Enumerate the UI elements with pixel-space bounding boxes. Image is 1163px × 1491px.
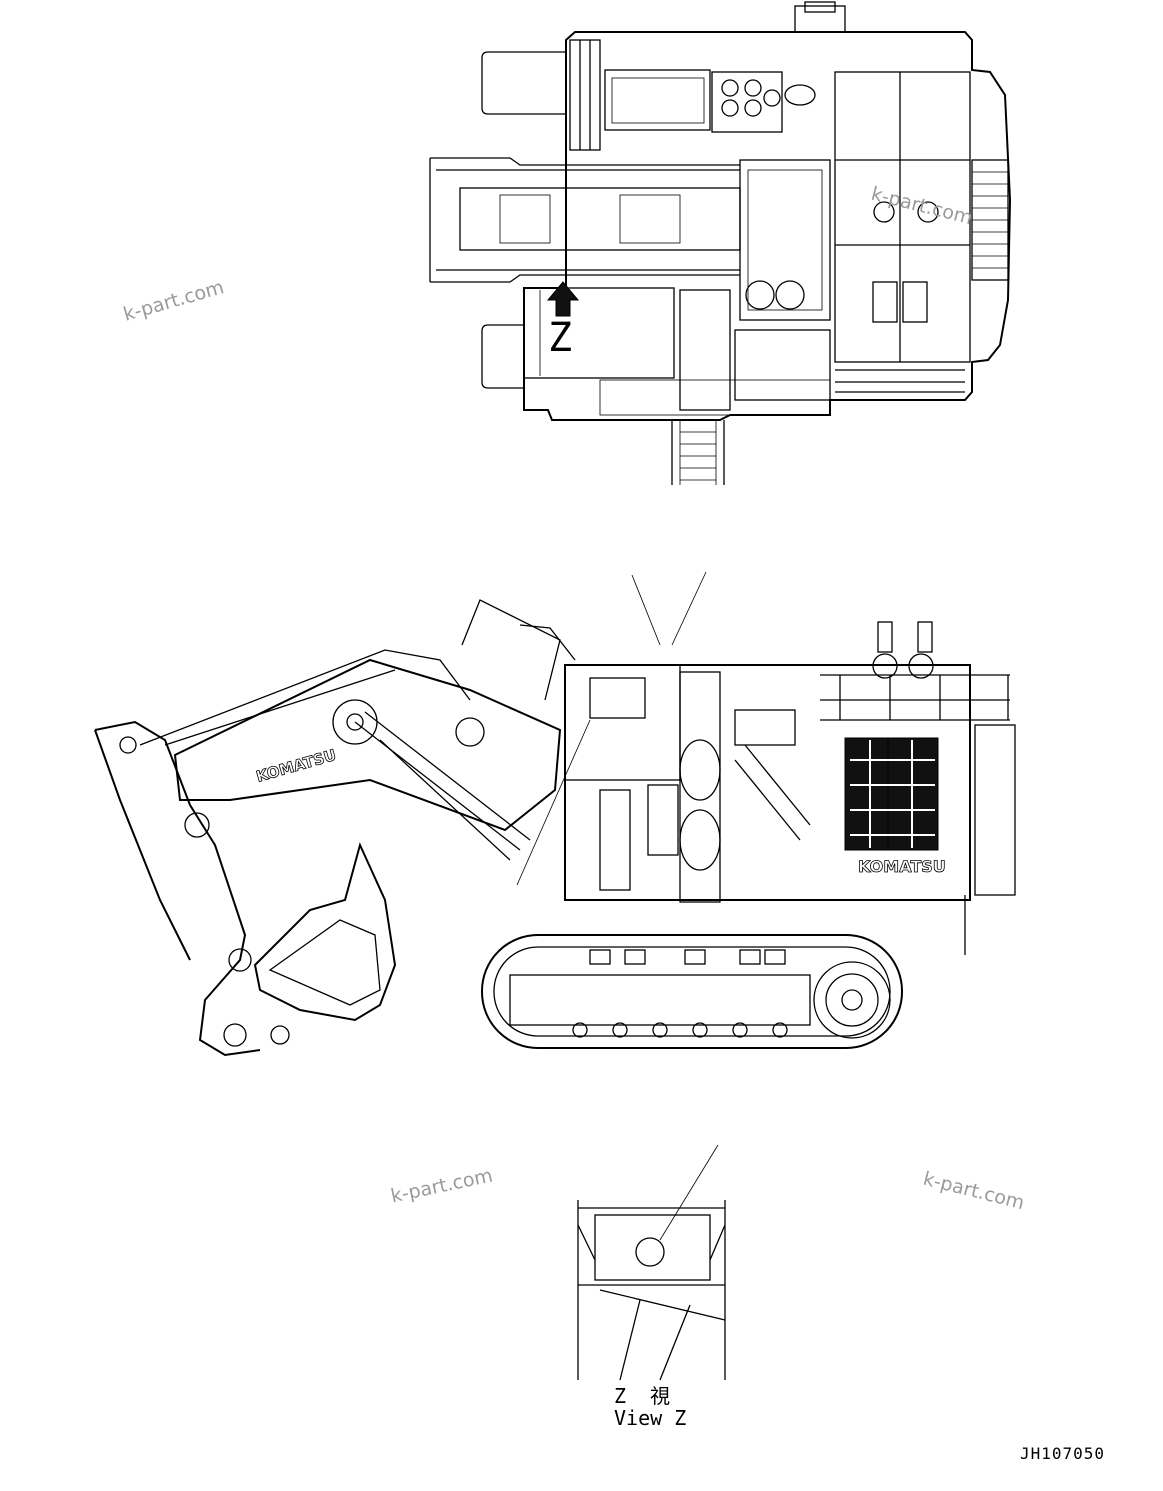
- view-label-en: View Z: [614, 1406, 687, 1430]
- body-brand-text: KOMATSU: [858, 857, 946, 876]
- access-ladder: [671, 420, 725, 485]
- view-z-detail: [577, 1144, 726, 1381]
- bucket: [223, 842, 397, 1047]
- side-grille: [844, 737, 939, 851]
- top-view: [429, 1, 1012, 485]
- view-label-jp: Z 視: [614, 1384, 673, 1408]
- side-view: KOMATSU: [94, 571, 1016, 1057]
- drawing-number: JH107050: [1020, 1444, 1106, 1463]
- radiator-grille: [971, 159, 1009, 281]
- boom-brand-text: KOMATSU: [254, 746, 338, 786]
- view-z-marker: Z: [548, 315, 573, 361]
- crawler-track: [481, 934, 903, 1049]
